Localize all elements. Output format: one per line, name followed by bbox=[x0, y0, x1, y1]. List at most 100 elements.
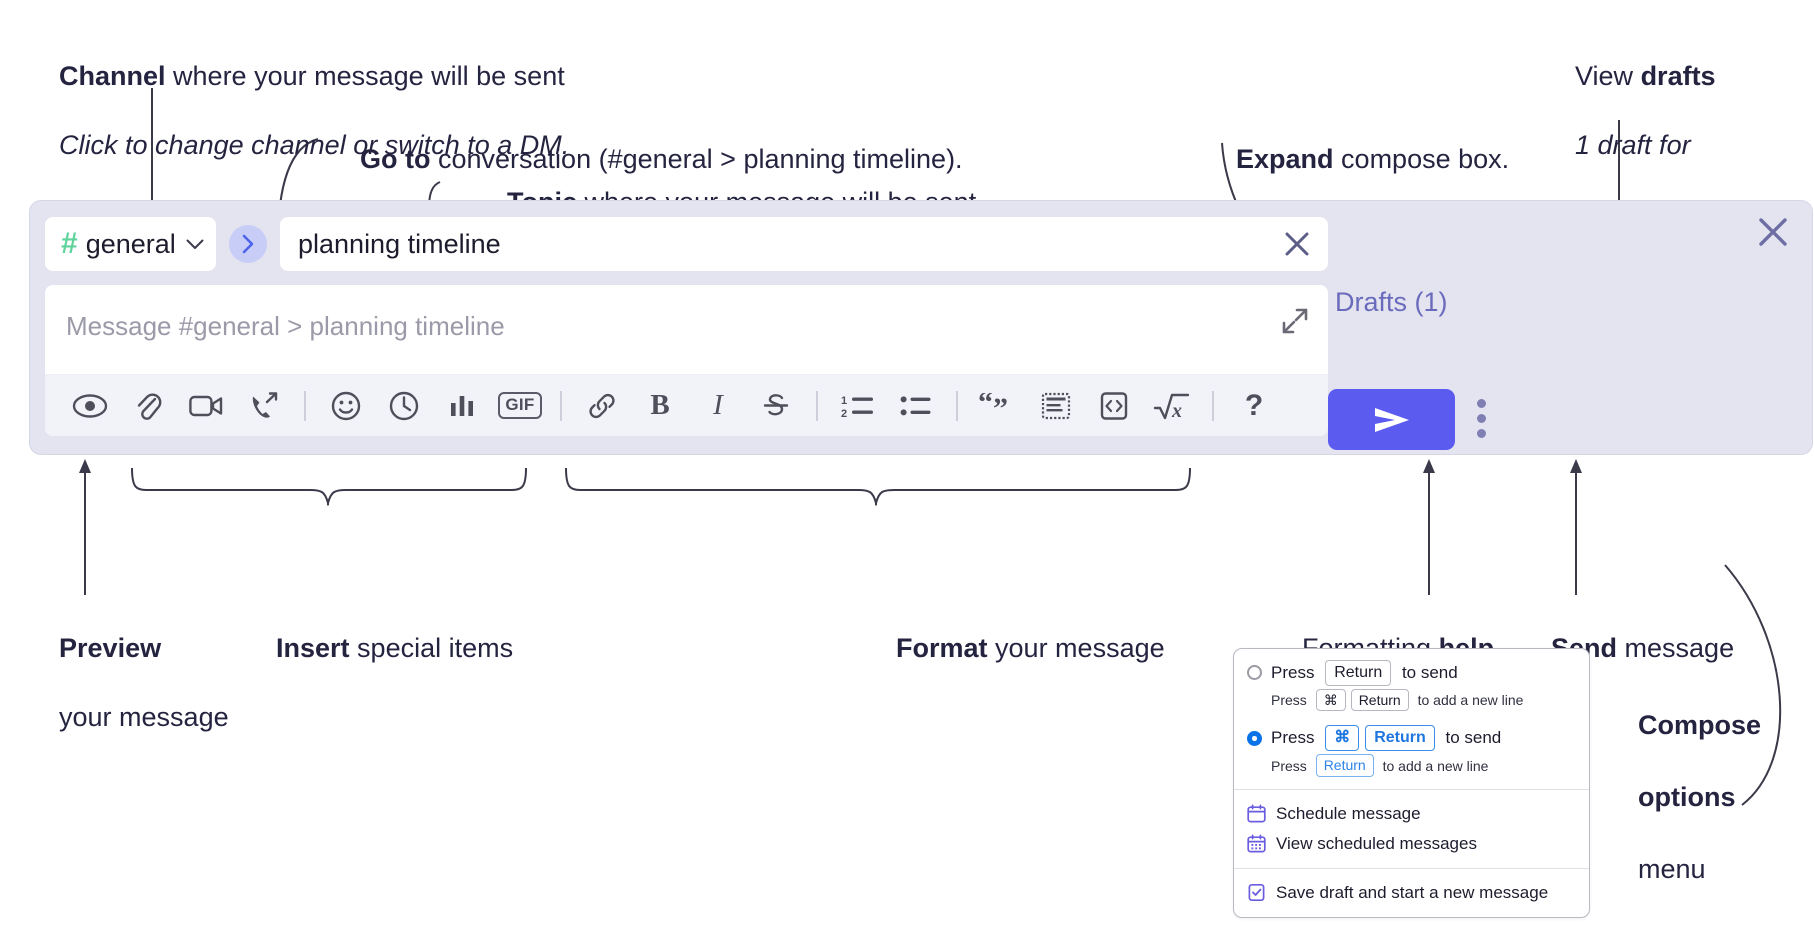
annotation-expand-bold: Expand bbox=[1236, 143, 1334, 174]
radio-unselected-icon[interactable] bbox=[1247, 665, 1262, 681]
link-icon[interactable] bbox=[573, 384, 631, 428]
annotation-goto: Go to conversation (#general > planning … bbox=[330, 107, 963, 211]
svg-text:“: “ bbox=[979, 393, 993, 419]
preview-icon[interactable] bbox=[61, 384, 119, 428]
chevron-right-icon bbox=[242, 234, 254, 254]
radio-selected-icon[interactable] bbox=[1247, 730, 1262, 746]
send-button[interactable] bbox=[1328, 389, 1455, 450]
svg-text:1: 1 bbox=[841, 395, 847, 407]
svg-text:”: ” bbox=[993, 393, 1008, 419]
formatting-help-icon[interactable]: ? bbox=[1225, 384, 1283, 428]
annotation-expand-rest: compose box. bbox=[1333, 143, 1510, 174]
bulleted-list-icon[interactable] bbox=[887, 384, 945, 428]
kebab-dot bbox=[1477, 414, 1486, 423]
expand-icon[interactable] bbox=[1281, 307, 1309, 335]
annotation-channel: Channel where your message will be sent … bbox=[29, 24, 569, 197]
send-option-cmd-return[interactable]: Press ⌘Return to send Press Return to ad… bbox=[1234, 723, 1589, 779]
dropdown-divider bbox=[1234, 788, 1589, 790]
close-icon[interactable] bbox=[1282, 229, 1312, 259]
kebab-menu-icon[interactable] bbox=[1477, 399, 1486, 438]
drafts-link[interactable]: Drafts (1) bbox=[1335, 287, 1448, 317]
emoji-icon[interactable] bbox=[317, 384, 375, 428]
compose-header-row: # general planning timeline bbox=[44, 215, 1329, 273]
message-input-area[interactable]: Message #general > planning timeline bbox=[44, 284, 1329, 437]
toolbar-separator bbox=[304, 390, 306, 421]
annotation-channel-bold: Channel bbox=[59, 60, 166, 91]
send-option-return[interactable]: Press Return to send Press ⌘Return to ad… bbox=[1234, 658, 1589, 714]
channel-name-label: general bbox=[85, 228, 176, 259]
annotation-goto-bold: Go to bbox=[360, 143, 431, 174]
audio-call-icon[interactable] bbox=[235, 384, 293, 428]
send-option-cmd-return-row[interactable]: Press ⌘Return to send bbox=[1234, 723, 1589, 752]
annotation-format-rest: your message bbox=[987, 632, 1165, 663]
reminder-icon[interactable] bbox=[375, 384, 433, 428]
strikethrough-icon[interactable] bbox=[747, 384, 805, 428]
send-option-return-sub: Press ⌘Return to add a new line bbox=[1234, 687, 1589, 715]
code-block-icon[interactable] bbox=[1027, 384, 1085, 428]
annotation-insert: Insert special items bbox=[246, 596, 513, 700]
kbd-command: ⌘ bbox=[1315, 688, 1346, 712]
attachment-icon[interactable] bbox=[119, 384, 177, 428]
compose-right-column: Drafts (1) bbox=[1327, 201, 1812, 454]
toolbar-separator bbox=[1212, 390, 1214, 421]
toolbar-separator bbox=[560, 390, 562, 421]
annotation-channel-rest: where your message will be sent bbox=[165, 60, 565, 91]
kbd-return: Return bbox=[1365, 725, 1435, 752]
send-option-cmd-return-label: Press ⌘Return to send bbox=[1271, 725, 1501, 752]
menu-item-save-draft[interactable]: Save draft and start a new message bbox=[1234, 878, 1589, 908]
italic-glyph: I bbox=[713, 389, 723, 421]
send-option-return-label: Press Return to send bbox=[1271, 660, 1458, 686]
annotation-insert-bold: Insert bbox=[276, 632, 350, 663]
bold-icon[interactable]: B bbox=[631, 384, 689, 428]
send-option-return-row[interactable]: Press Return to send bbox=[1234, 658, 1589, 687]
bold-glyph: B bbox=[650, 389, 670, 421]
annotation-preview-bold: Preview bbox=[59, 632, 162, 663]
italic-icon[interactable]: I bbox=[689, 384, 747, 428]
annotation-preview-line2: your message bbox=[59, 701, 229, 732]
poll-icon[interactable] bbox=[433, 384, 491, 428]
menu-item-label: Schedule message bbox=[1276, 803, 1421, 823]
draft-group: Save draft and start a new message bbox=[1234, 869, 1589, 917]
send-shortcut-options: Press Return to send Press ⌘Return to ad… bbox=[1234, 649, 1589, 789]
annotation-goto-rest: conversation (#general > planning timeli… bbox=[430, 143, 963, 174]
close-icon[interactable] bbox=[1756, 215, 1790, 249]
annotation-format: Format your message bbox=[866, 596, 1165, 700]
video-icon[interactable] bbox=[177, 384, 235, 428]
menu-item-schedule-message[interactable]: Schedule message bbox=[1234, 799, 1589, 829]
send-option-cmd-return-sub: Press Return to add a new line bbox=[1234, 752, 1589, 780]
annotation-drafts-bold: drafts bbox=[1640, 60, 1716, 91]
svg-text:x: x bbox=[1171, 400, 1182, 421]
annotation-channel-italic: Click to change channel or switch to a D… bbox=[59, 129, 570, 160]
calendar-list-icon bbox=[1247, 835, 1266, 853]
topic-field[interactable]: planning timeline bbox=[279, 216, 1329, 272]
code-icon[interactable] bbox=[1085, 384, 1143, 428]
toolbar-separator bbox=[816, 390, 818, 421]
gif-icon[interactable]: GIF bbox=[491, 384, 549, 428]
annotation-send-rest: message bbox=[1617, 632, 1735, 663]
annotation-format-bold: Format bbox=[896, 632, 988, 663]
topic-value: planning timeline bbox=[298, 228, 501, 259]
compose-main-column: # general planning timeline bbox=[44, 215, 1329, 437]
calendar-schedule-icon bbox=[1247, 805, 1266, 823]
compose-options-dropdown: Press Return to send Press ⌘Return to ad… bbox=[1233, 648, 1590, 918]
menu-item-view-scheduled-messages[interactable]: View scheduled messages bbox=[1234, 829, 1589, 859]
blockquote-icon[interactable]: “” bbox=[969, 384, 1027, 428]
compose-panel: # general planning timeline bbox=[29, 200, 1813, 455]
annotation-compose-line2: options bbox=[1638, 781, 1736, 812]
schedule-group: Schedule message View scheduled messages bbox=[1234, 790, 1589, 868]
chevron-down-icon bbox=[186, 239, 204, 249]
kbd-return: Return bbox=[1350, 688, 1409, 712]
goto-conversation-button[interactable] bbox=[229, 225, 267, 263]
svg-text:2: 2 bbox=[841, 408, 847, 419]
menu-item-label: Save draft and start a new message bbox=[1276, 882, 1549, 902]
save-draft-icon bbox=[1248, 884, 1265, 902]
kebab-dot bbox=[1477, 429, 1486, 438]
latex-icon[interactable]: x bbox=[1143, 384, 1201, 428]
annotation-compose-line3: menu bbox=[1638, 853, 1706, 884]
question-glyph: ? bbox=[1244, 388, 1264, 422]
toolbar-separator bbox=[956, 390, 958, 421]
channel-selector[interactable]: # general bbox=[44, 216, 217, 272]
annotation-compose-line1: Compose bbox=[1638, 709, 1762, 740]
kbd-command: ⌘ bbox=[1325, 725, 1360, 752]
